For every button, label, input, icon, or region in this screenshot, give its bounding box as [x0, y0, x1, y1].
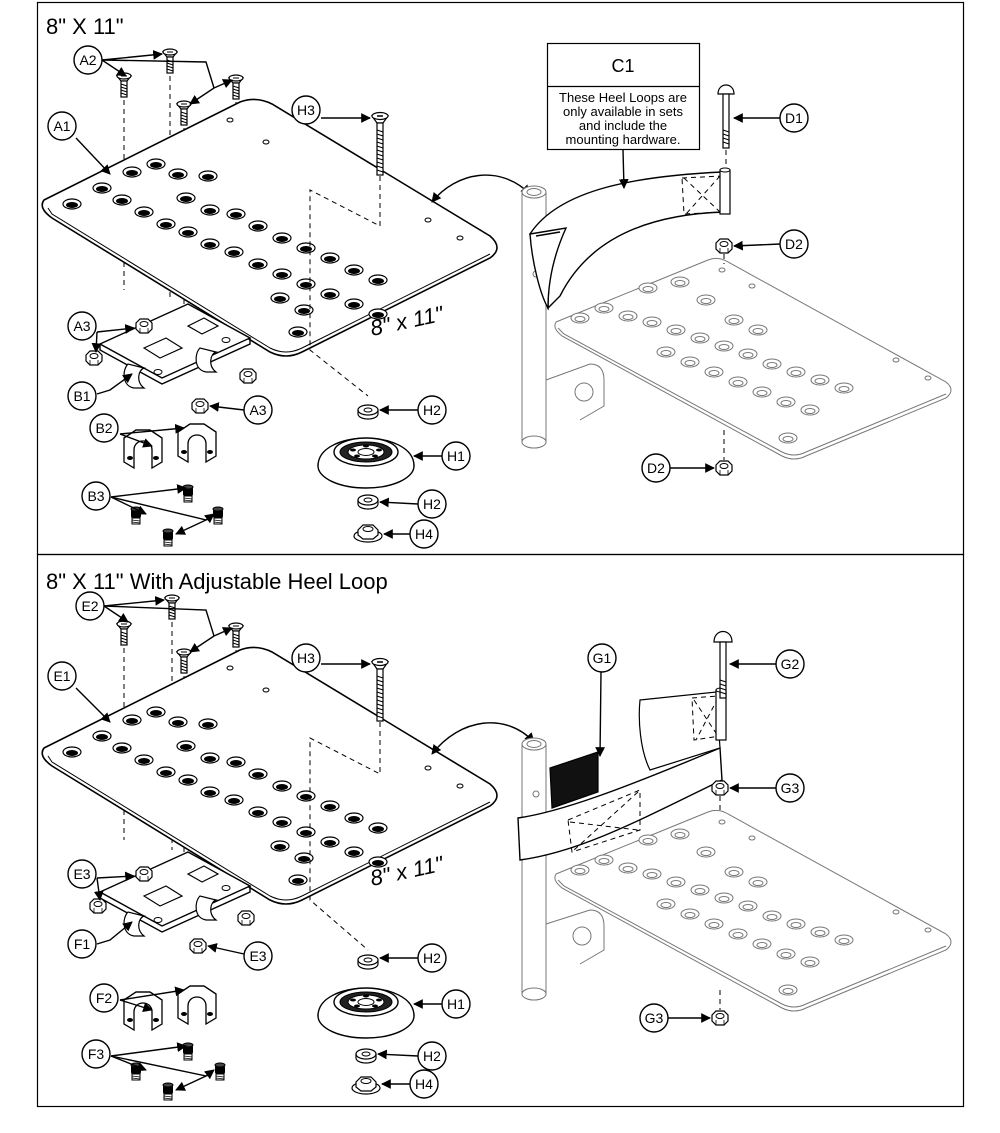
note-label: C1 — [611, 56, 634, 76]
roller-washer — [357, 954, 379, 970]
bracket-nut — [239, 368, 257, 384]
callout-clamp-screws: B3 — [87, 488, 104, 504]
bracket-nut — [135, 866, 153, 882]
panel-frame-bottom — [36, 553, 965, 1108]
callout-heel-bolt: D1 — [785, 110, 803, 126]
heel-loop-note: C1 These Heel Loops are only available i… — [546, 42, 701, 189]
clamp-half — [123, 429, 163, 469]
panel-title: 8" X 11" With Adjustable Heel Loop — [46, 569, 388, 594]
roller-wheel — [317, 437, 415, 489]
callout-plate: A1 — [53, 118, 70, 134]
callout-heel-nut-top: G3 — [781, 780, 800, 796]
callout-roller-nut: H4 — [415, 1076, 433, 1092]
note-line: These Heel Loops are — [559, 90, 687, 105]
panel-adjustable-heel-loop: 8" X 11" With Adjustable Heel Loop 8" x … — [42, 569, 951, 1101]
callout-plate-screws: A2 — [79, 52, 96, 68]
callout-heel-nut-top: D2 — [785, 236, 803, 252]
roller-washer — [355, 1048, 377, 1064]
heel-loop — [517, 687, 727, 861]
leader-lines — [75, 50, 781, 539]
panel-title: 8" X 11" — [46, 14, 124, 39]
hanger-assembly — [521, 737, 951, 1011]
bracket-nut — [237, 910, 255, 926]
callout-plate-screws: E2 — [81, 598, 98, 614]
note-line: only available in sets — [563, 104, 683, 119]
roller-bolt — [371, 657, 389, 722]
swing-arrow — [431, 722, 535, 755]
swing-arrow — [431, 174, 531, 203]
clamp-screw — [214, 1062, 226, 1081]
panel-standard: 8" X 11" 8" x 11" — [42, 14, 951, 549]
callout-roller: H1 — [447, 448, 465, 464]
leader-lines — [75, 596, 776, 1091]
callout-roller-bolt: H3 — [297, 102, 315, 118]
clamp-half — [123, 991, 163, 1031]
callout-roller: H1 — [447, 996, 465, 1012]
heel-hardware — [711, 630, 733, 1026]
clamp-screw — [162, 528, 174, 547]
callout-bracket: F1 — [74, 936, 91, 952]
callout-washer-top: H2 — [423, 950, 441, 966]
callout-washer-top: H2 — [423, 402, 441, 418]
clamp-half — [177, 423, 217, 463]
callout-bracket-nut: A3 — [249, 402, 266, 418]
roller-washer — [357, 404, 379, 420]
roller-washer — [357, 494, 379, 510]
roller-nut — [351, 1076, 381, 1095]
bracket-nut — [85, 350, 103, 366]
clamp-screw — [162, 1082, 174, 1101]
clamp-half — [177, 985, 217, 1025]
callout-bracket: B1 — [73, 388, 90, 404]
bracket-nut — [89, 898, 107, 914]
callout-heel-nut-bottom: G3 — [645, 1010, 664, 1026]
roller-wheel — [317, 987, 415, 1039]
callout-bracket-nuts: A3 — [73, 318, 90, 334]
callout-clamp-screws: F3 — [88, 1046, 105, 1062]
heel-hardware — [715, 84, 735, 476]
callout-washer-bottom: H2 — [423, 496, 441, 512]
callout-clamps: F2 — [96, 990, 113, 1006]
callout-roller-nut: H4 — [415, 526, 433, 542]
heel-loop — [528, 167, 731, 311]
callout-roller-bolt: H3 — [297, 650, 315, 666]
callout-heel-loop: G1 — [593, 650, 612, 666]
clamp-screw — [212, 506, 224, 525]
note-line: mounting hardware. — [566, 132, 681, 147]
callout-bracket-nut: E3 — [249, 948, 266, 964]
hanger-assembly — [521, 185, 951, 459]
callout-washer-bottom: H2 — [423, 1048, 441, 1064]
callouts: A2 A1 H3 A3 B1 A3 B2 B3 H2 H1 H2 H4 D1 D… — [47, 45, 809, 549]
bracket-nut — [189, 938, 207, 954]
note-line: and include the — [579, 118, 667, 133]
callout-heel-nut-bottom: D2 — [647, 460, 665, 476]
bracket-nut — [191, 398, 209, 414]
callouts: E2 E1 H3 E3 F1 E3 F2 F3 H2 H1 H2 H4 G1 G… — [47, 591, 805, 1099]
roller-nut — [353, 524, 383, 543]
bracket-nut — [135, 318, 153, 334]
callout-plate: E1 — [53, 668, 70, 684]
callout-clamps: B2 — [95, 420, 112, 436]
callout-heel-bolt: G2 — [781, 656, 800, 672]
callout-bracket-nuts: E3 — [73, 866, 90, 882]
